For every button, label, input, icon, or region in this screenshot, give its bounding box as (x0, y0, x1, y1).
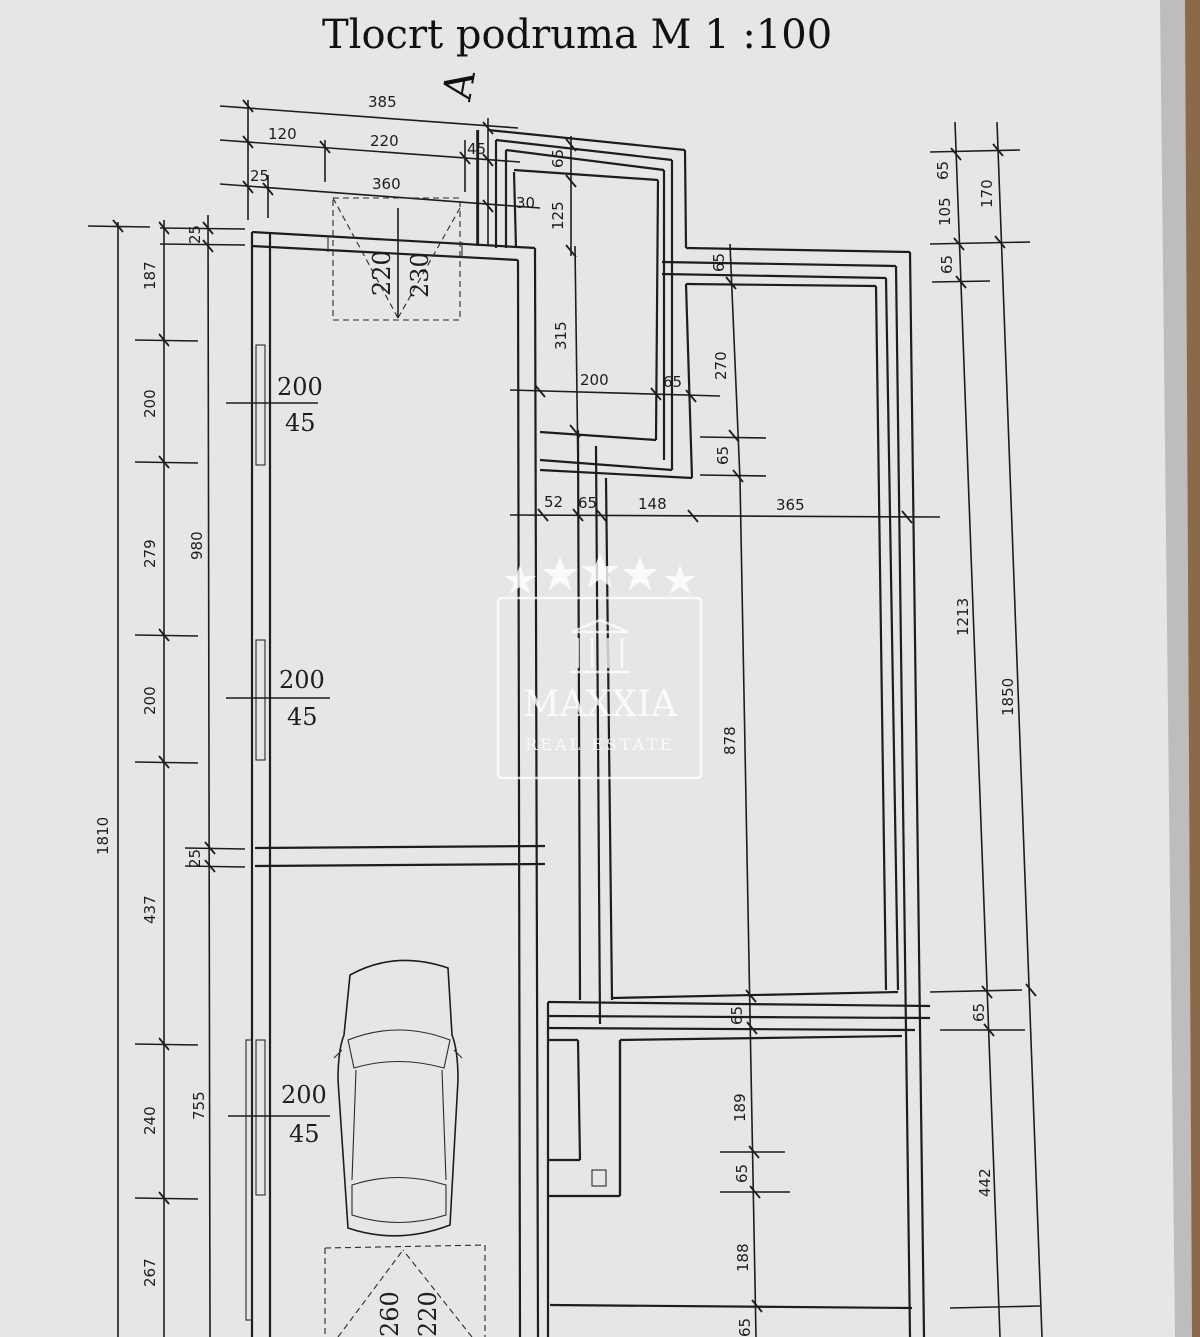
watermark-tagline: REAL ESTATE (525, 735, 674, 754)
dim-148: 148 (638, 495, 667, 513)
door-bottom-260: 260 (376, 1291, 404, 1337)
dim-r-65-c: 65 (970, 1003, 988, 1022)
dim-65-low: 65 (728, 1006, 746, 1025)
dim-52: 52 (544, 493, 563, 511)
dim-65-top: 65 (549, 149, 567, 168)
dim-25-top: 25 (250, 167, 269, 185)
building-logo-icon (570, 618, 630, 674)
window-3-width: 200 (281, 1081, 327, 1109)
inner-dimension-lines (509, 243, 941, 1337)
watermark-brand: MAXXIA (523, 684, 678, 725)
dim-r-442: 442 (976, 1168, 994, 1197)
dim-878: 878 (721, 726, 739, 755)
dim-279: 279 (141, 539, 159, 568)
dim-385: 385 (368, 93, 397, 111)
dim-r-65-b: 65 (938, 255, 956, 274)
dim-45-top: 45 (467, 140, 486, 158)
dim-65-mid: 65 (663, 373, 682, 391)
dim-270: 270 (712, 351, 730, 380)
dim-267: 267 (141, 1258, 159, 1287)
dim-437: 437 (141, 895, 159, 924)
dim-1810: 1810 (94, 817, 112, 855)
door-top-220: 220 (368, 250, 396, 296)
drawing-title: Tlocrt podruma M 1 :100 (322, 12, 832, 58)
dim-220-top: 220 (370, 132, 399, 150)
right-dimension-lines (929, 121, 1043, 1337)
dim-315: 315 (552, 321, 570, 350)
dim-65-row: 65 (578, 494, 597, 512)
dim-r-170: 170 (978, 179, 996, 208)
dim-65-bottom: 65 (736, 1318, 754, 1337)
dim-25-left-b: 25 (186, 849, 204, 868)
watermark-frame (496, 596, 703, 780)
window-2-width: 200 (279, 666, 325, 694)
dim-755: 755 (190, 1091, 208, 1120)
dim-200-mid: 200 (580, 371, 609, 389)
table-edge (1185, 0, 1200, 1337)
dim-125: 125 (549, 201, 567, 230)
dim-r-1850: 1850 (999, 678, 1017, 716)
garage-door-bottom (324, 1244, 486, 1337)
dim-r-105: 105 (936, 197, 954, 226)
watermark-stars (504, 553, 696, 594)
window-2-height: 45 (287, 703, 318, 731)
door-top-230: 230 (406, 252, 434, 298)
dim-360: 360 (372, 175, 401, 193)
dim-65-upper: 65 (710, 253, 728, 272)
dim-r-1213: 1213 (954, 598, 972, 636)
dim-65-low2: 65 (733, 1164, 751, 1183)
window-1-width: 200 (277, 373, 323, 401)
dim-30: 30 (516, 194, 535, 212)
dim-188: 188 (734, 1243, 752, 1272)
left-dimension-lines (87, 214, 330, 1337)
dim-200-b: 200 (141, 686, 159, 715)
dim-r-65-a: 65 (934, 161, 952, 180)
dim-187: 187 (141, 261, 159, 290)
car-symbol (333, 959, 463, 1237)
dim-365: 365 (776, 496, 805, 514)
maxxia-watermark: MAXXIA REAL ESTATE (496, 553, 703, 780)
window-3-height: 45 (289, 1120, 320, 1148)
dim-240: 240 (141, 1106, 159, 1135)
dim-980: 980 (188, 531, 206, 560)
dim-120: 120 (268, 125, 297, 143)
dim-189: 189 (731, 1093, 749, 1122)
dim-65-stair: 65 (714, 446, 732, 465)
building-walls (245, 128, 931, 1337)
dim-25-left-a: 25 (186, 225, 204, 244)
door-bottom-220: 220 (414, 1291, 442, 1337)
garage-door-top (332, 197, 461, 321)
window-1-height: 45 (285, 409, 316, 437)
dim-200-a: 200 (141, 389, 159, 418)
